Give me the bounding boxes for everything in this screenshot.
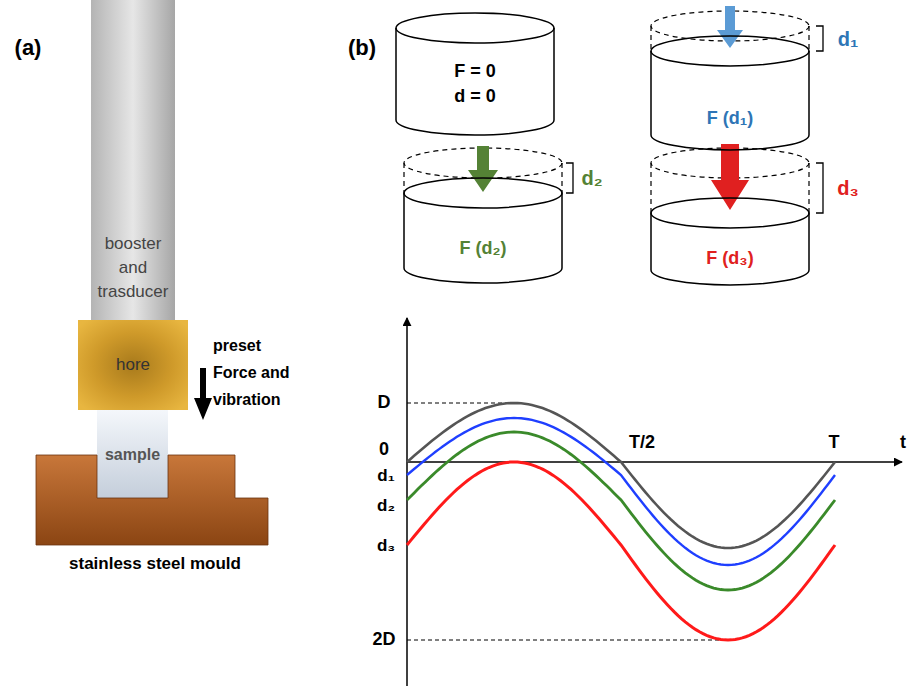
axis-tick-label: d₃ (375, 537, 397, 556)
node-text: F (d₁) (707, 106, 753, 130)
original-side-outline (403, 163, 404, 193)
node-text-area: F (d₂) (403, 236, 563, 260)
cylinder-top (396, 13, 554, 43)
cylinder-body (404, 193, 562, 283)
node-text: d = 0 (454, 84, 496, 109)
cylinder-body (396, 28, 554, 135)
annotation: preset Force and vibration (213, 332, 305, 413)
sample-block: sample (97, 410, 168, 500)
node-text: booster and trasducer (98, 232, 169, 304)
original-side-outline (808, 26, 809, 51)
node-text-area: F (d₁) (650, 106, 810, 130)
displacement-bracket (816, 26, 823, 51)
sample-cylinder: F = 0d = 0 (395, 13, 555, 135)
original-side-outline (561, 163, 562, 193)
displacement-bracket (566, 163, 573, 193)
displacement-curves (407, 403, 835, 640)
node-text-area: F = 0d = 0 (395, 59, 555, 109)
original-side-outline (808, 163, 809, 213)
original-side-outline (650, 26, 651, 51)
block-fill (97, 410, 168, 500)
node-text-area: stainless steel mould (30, 553, 280, 575)
block-fill (78, 320, 188, 410)
sample-cylinder: F (d₃) (650, 198, 810, 285)
mould-body (36, 455, 268, 545)
axis-tick-label: 2D (370, 630, 397, 650)
node-text: sample (105, 445, 160, 465)
axis-tick-label: d₂ (375, 497, 397, 516)
x-axis (407, 461, 902, 463)
guide-line (407, 640, 728, 641)
curve-d3 (407, 462, 835, 640)
displacement-label: d₃ (837, 177, 858, 199)
node-text-area: sample (97, 445, 168, 465)
axis-title: t (898, 433, 908, 453)
displacement-bracket (816, 163, 823, 213)
axis-tick-label: d₁ (375, 467, 396, 486)
node-text-area: F (d₃) (650, 246, 810, 270)
force-arrow-red (711, 144, 749, 210)
axis-tick-label: T (827, 433, 842, 453)
force-arrow-blue (717, 6, 743, 48)
node-text: F (d₃) (706, 246, 753, 270)
cylinder-top (404, 178, 562, 208)
block-fill (91, 0, 175, 320)
original-side-outline (650, 163, 651, 213)
force-arrow (194, 368, 212, 420)
displacement-label: d₂ (581, 167, 602, 189)
y-axis (406, 318, 408, 686)
panel-label: (a) (15, 36, 42, 60)
force-arrow-green (468, 146, 498, 192)
cylinder-top (651, 36, 809, 66)
sample-cylinder: F (d₂) (403, 178, 563, 283)
axis-tick-label: T/2 (627, 433, 657, 453)
node-text: stainless steel mould (69, 553, 241, 575)
axis-tick-label: 0 (377, 440, 391, 460)
node-text: hore (116, 354, 150, 376)
node-outline (650, 36, 810, 150)
curve-d2 (407, 432, 835, 590)
cylinder-body (651, 51, 809, 150)
horn-block: hore (78, 320, 188, 410)
node-text-area: hore (78, 354, 188, 376)
node-outline (650, 198, 810, 285)
displacement-label: d₁ (838, 28, 859, 50)
axis-tick-label: D (376, 393, 393, 413)
panel-label: (b) (348, 36, 376, 60)
mould: stainless steel mould (30, 455, 280, 579)
cylinder-body (651, 213, 809, 285)
node-outline (403, 178, 563, 283)
sample-cylinder: F (d₁) (650, 36, 810, 150)
node-text: F (d₂) (460, 236, 507, 260)
node-text-area: booster and trasducer (91, 232, 175, 304)
node-text: F = 0 (454, 59, 496, 84)
cylinder-top (651, 198, 809, 228)
transducer-column: booster and trasducer (91, 0, 175, 320)
